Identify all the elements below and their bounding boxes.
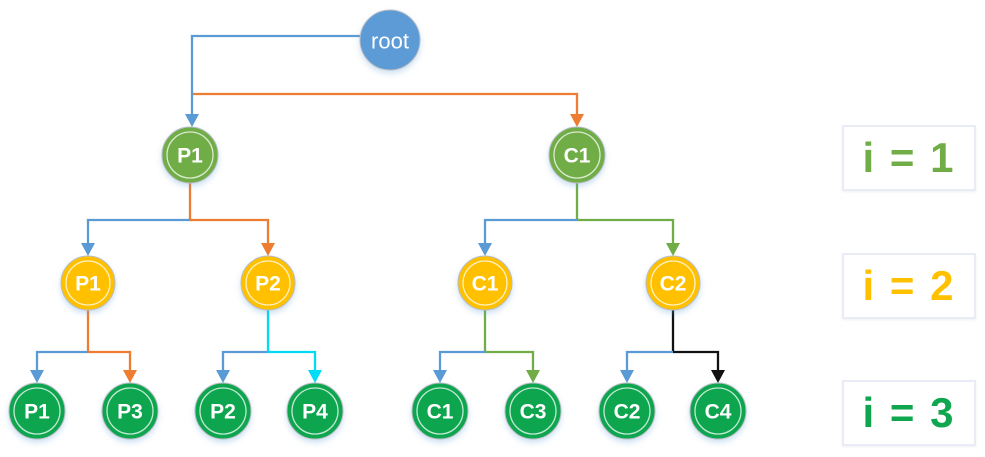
edge-c1l2-to-c3l3 — [485, 350, 535, 370]
node-label-p4-l3: P4 — [302, 401, 328, 424]
node-c2-l3: C2 — [598, 382, 656, 440]
node-label-c2-l2: C2 — [660, 273, 687, 296]
node-inner-ring-c1-l1 — [553, 131, 601, 179]
node-circle-p4-l3 — [286, 382, 344, 440]
edge-c1l2-to-c1l3 — [438, 350, 485, 370]
arrowhead-p2l2-to-p2l3 — [216, 370, 230, 383]
node-circle-p2-l2 — [240, 255, 296, 311]
node-p1-l1: P1 — [161, 126, 219, 184]
node-circle-root — [359, 9, 421, 71]
node-c1-l2: C1 — [457, 255, 513, 311]
node-p3-l3: P3 — [101, 382, 159, 440]
node-circle-p3-l3 — [101, 382, 159, 440]
edge-root-to-c1l1 — [193, 92, 579, 114]
arrowhead-c2l2-to-c2l3 — [620, 370, 634, 383]
node-inner-ring-c3-l3 — [509, 387, 557, 435]
edge-p1l1-to-p1l2 — [86, 218, 190, 243]
node-label-p1-l1: P1 — [177, 145, 203, 168]
legend-level-3: i = 3 — [842, 380, 976, 446]
node-label-c1-l3: C1 — [427, 401, 454, 424]
legend-level-3-label: i = 3 — [862, 389, 956, 436]
node-circle-c1-l1 — [548, 126, 606, 184]
node-c1-l3: C1 — [411, 382, 469, 440]
node-inner-ring-c1-l2 — [462, 260, 508, 306]
legend-level-1: i = 1 — [842, 125, 976, 191]
legend-level-2: i = 2 — [842, 253, 976, 319]
arrowhead-root-to-p1l1 — [185, 114, 199, 127]
node-p2-l3: P2 — [194, 382, 252, 440]
edge-c1l1-to-c1l2 — [483, 218, 577, 243]
node-label-c3-l3: C3 — [520, 401, 547, 424]
edge-c2l2-to-c2l3 — [625, 350, 673, 370]
node-label-p1-l3: P1 — [24, 401, 50, 424]
node-label-p3-l3: P3 — [117, 401, 143, 424]
node-label-c1-l2: C1 — [472, 273, 499, 296]
edges-layer — [30, 34, 725, 383]
node-circle-c1-l2 — [457, 255, 513, 311]
node-inner-ring-c2-l3 — [603, 387, 651, 435]
node-inner-ring-p2-l2 — [245, 260, 291, 306]
node-inner-ring-p2-l3 — [199, 387, 247, 435]
edge-p1l1-to-p2l2 — [190, 218, 270, 243]
arrowhead-p1l1-to-p1l2 — [81, 243, 95, 256]
node-circle-c4-l3 — [689, 382, 747, 440]
arrowhead-c1l2-to-c3l3 — [526, 370, 540, 383]
node-p4-l3: P4 — [286, 382, 344, 440]
node-root: root — [359, 9, 421, 71]
node-circle-p1-l2 — [60, 255, 116, 311]
node-circle-p1-l1 — [161, 126, 219, 184]
node-c1-l1: C1 — [548, 126, 606, 184]
edge-c2l2-to-c4l3 — [673, 350, 720, 370]
node-circle-c1-l3 — [411, 382, 469, 440]
node-inner-ring-p1-l1 — [166, 131, 214, 179]
node-label-p2-l2: P2 — [255, 273, 281, 296]
node-p1-l2: P1 — [60, 255, 116, 311]
node-c2-l2: C2 — [645, 255, 701, 311]
legend-level-1-label: i = 1 — [862, 134, 956, 181]
arrowhead-p2l2-to-p4l3 — [308, 370, 322, 383]
arrowhead-c2l2-to-c4l3 — [711, 370, 725, 383]
edge-p2l2-to-p4l3 — [268, 350, 317, 370]
arrowhead-p1l2-to-p3l3 — [123, 370, 137, 383]
edge-c1l1-to-c2l2 — [577, 218, 675, 243]
arrowhead-c1l1-to-c1l2 — [478, 243, 492, 256]
arrowhead-root-to-c1l1 — [570, 114, 584, 127]
node-inner-ring-c2-l2 — [650, 260, 696, 306]
node-c4-l3: C4 — [689, 382, 747, 440]
arrowhead-p1l2-to-p1l3 — [30, 370, 44, 383]
node-inner-ring-c4-l3 — [694, 387, 742, 435]
edge-p1l2-to-p1l3 — [35, 350, 88, 370]
node-p1-l3: P1 — [8, 382, 66, 440]
node-label-p1-l2: P1 — [75, 273, 101, 296]
node-label-c4-l3: C4 — [705, 401, 732, 424]
node-circle-p1-l3 — [8, 382, 66, 440]
edge-p1l2-to-p3l3 — [88, 350, 132, 370]
node-label-c1-l1: C1 — [564, 145, 591, 168]
node-circle-p2-l3 — [194, 382, 252, 440]
node-label-p2-l3: P2 — [210, 401, 236, 424]
edge-p2l2-to-p2l3 — [221, 350, 268, 370]
node-label-root: root — [371, 29, 409, 54]
node-circle-c2-l3 — [598, 382, 656, 440]
node-inner-ring-p1-l2 — [65, 260, 111, 306]
node-label-c2-l3: C2 — [614, 401, 641, 424]
node-inner-ring-c1-l3 — [416, 387, 464, 435]
edge-root-to-p1l1 — [190, 34, 361, 114]
arrowhead-p1l1-to-p2l2 — [261, 243, 275, 256]
legend-level-2-label: i = 2 — [862, 262, 956, 309]
arrowhead-c1l2-to-c1l3 — [433, 370, 447, 383]
node-inner-ring-p1-l3 — [13, 387, 61, 435]
node-p2-l2: P2 — [240, 255, 296, 311]
node-c3-l3: C3 — [504, 382, 562, 440]
node-circle-c3-l3 — [504, 382, 562, 440]
node-circle-c2-l2 — [645, 255, 701, 311]
node-inner-ring-p3-l3 — [106, 387, 154, 435]
arrowhead-c1l1-to-c2l2 — [666, 243, 680, 256]
node-inner-ring-p4-l3 — [291, 387, 339, 435]
